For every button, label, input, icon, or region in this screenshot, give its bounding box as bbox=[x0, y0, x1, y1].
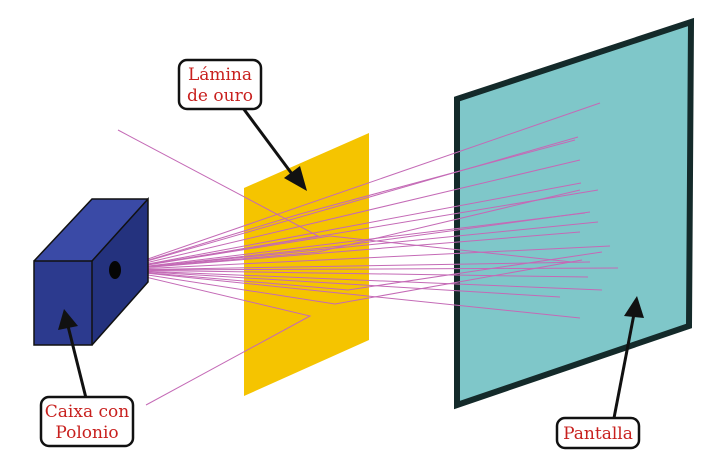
ray bbox=[115, 129, 320, 271]
ray bbox=[115, 159, 581, 271]
ray bbox=[115, 221, 599, 271]
arrows bbox=[58, 103, 644, 419]
ray bbox=[115, 269, 581, 319]
ray bbox=[115, 269, 603, 291]
ray bbox=[115, 261, 591, 271]
ray bbox=[115, 269, 312, 406]
box-front bbox=[34, 261, 92, 345]
label-box bbox=[39, 395, 135, 448]
ray bbox=[115, 245, 611, 271]
ray bbox=[115, 139, 576, 271]
ray bbox=[115, 189, 581, 271]
label-screen: Pantalla bbox=[555, 416, 641, 450]
screen-arrow bbox=[612, 313, 636, 419]
box-top bbox=[34, 199, 148, 261]
label-source-line2: Polonio bbox=[55, 423, 118, 443]
label-foil-line2: de ouro bbox=[187, 86, 253, 106]
ray bbox=[115, 102, 601, 271]
ray bbox=[115, 136, 579, 271]
source-arrow bbox=[66, 325, 88, 399]
ray bbox=[115, 212, 586, 271]
ray bbox=[115, 251, 603, 291]
ray bbox=[115, 269, 561, 298]
source-aperture bbox=[109, 261, 121, 279]
polonium-box bbox=[33, 197, 149, 346]
label-polonium-box: Caixa con Polonio bbox=[39, 395, 135, 448]
ray bbox=[115, 231, 581, 271]
label-box bbox=[555, 416, 641, 450]
screen-arrowhead bbox=[624, 296, 644, 318]
ray bbox=[115, 269, 589, 278]
screen-panel bbox=[454, 17, 695, 410]
label-gold-foil: Lámina de ouro bbox=[177, 58, 263, 111]
foil-arrow bbox=[238, 103, 297, 179]
foil-arrowhead bbox=[284, 166, 307, 191]
ray bbox=[115, 211, 591, 271]
gold-foil bbox=[244, 133, 369, 396]
label-foil-line1: Lámina bbox=[188, 65, 252, 85]
alpha-rays bbox=[115, 102, 619, 406]
ray bbox=[115, 182, 582, 271]
ray bbox=[115, 259, 583, 305]
label-screen-text: Pantalla bbox=[563, 424, 633, 444]
label-source-line1: Caixa con bbox=[45, 402, 129, 422]
source-arrowhead bbox=[58, 309, 78, 330]
ray bbox=[115, 235, 573, 271]
label-box bbox=[177, 58, 263, 111]
